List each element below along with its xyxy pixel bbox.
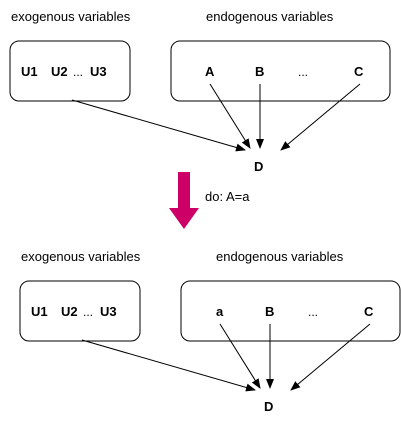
intervention-arrow xyxy=(169,172,199,229)
top-node-d: D xyxy=(254,159,263,174)
intervention-label: do: A=a xyxy=(205,189,250,204)
top-edge-a-to-d xyxy=(209,83,251,149)
top-exo-ellipsis: ... xyxy=(73,65,83,79)
top-endo-ellipsis: ... xyxy=(298,65,308,79)
bottom-endogenous-box xyxy=(180,280,401,342)
bottom-exo-ellipsis: ... xyxy=(83,305,93,319)
bottom-edge-u-to-d xyxy=(81,339,256,392)
bottom-exogenous-heading: exogenous variables xyxy=(21,249,141,264)
top-node-u2: U2 xyxy=(51,64,68,79)
bottom-exogenous-box xyxy=(19,280,141,342)
top-edge-u-to-d xyxy=(71,99,246,152)
bottom-edge-a-to-d xyxy=(219,323,261,389)
top-exogenous-heading: exogenous variables xyxy=(11,9,131,24)
bottom-node-u2: U2 xyxy=(61,304,78,319)
bottom-node-u1: U1 xyxy=(31,304,48,319)
top-node-c: C xyxy=(354,64,364,79)
top-exogenous-box xyxy=(9,40,131,102)
top-node-a: A xyxy=(205,64,215,79)
bottom-node-a: a xyxy=(216,304,224,319)
bottom-node-c: C xyxy=(364,304,374,319)
top-endogenous-heading: endogenous variables xyxy=(206,9,334,24)
bottom-node-u3: U3 xyxy=(100,304,117,319)
top-node-b: B xyxy=(255,64,264,79)
bottom-endo-ellipsis: ... xyxy=(308,305,318,319)
bottom-endogenous-heading: endogenous variables xyxy=(216,249,344,264)
top-node-u1: U1 xyxy=(21,64,38,79)
top-edge-c-to-d xyxy=(280,83,361,151)
top-node-u3: U3 xyxy=(90,64,107,79)
top-endogenous-box xyxy=(170,40,391,102)
bottom-node-d: D xyxy=(264,399,273,414)
bottom-edge-c-to-d xyxy=(290,323,371,391)
bottom-node-b: B xyxy=(265,304,274,319)
